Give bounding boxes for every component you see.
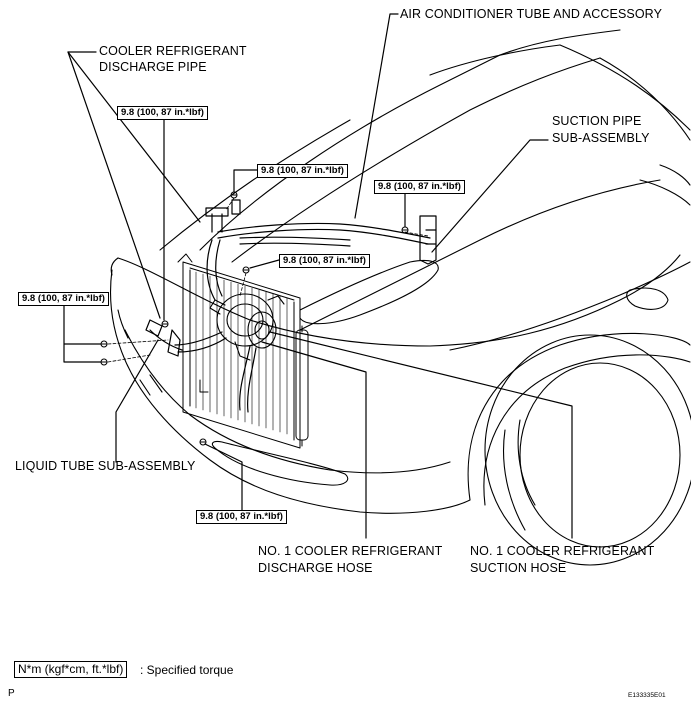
bolt-left-2 [100,358,108,366]
torque-spec-upper-mid: 9.8 (100, 87 in.*lbf) [257,164,348,178]
legend-description: : Specified torque [140,663,234,677]
leader-lines [63,13,573,539]
page-letter: P [8,688,15,699]
label-suction-hose-line2: SUCTION HOSE [470,561,567,575]
label-cooler-discharge-pipe-line1: COOLER REFRIGERANT [99,44,247,58]
label-suction-pipe-line1: SUCTION PIPE [552,114,642,128]
compressor [209,293,285,361]
legend-torque-units: N*m (kgf*cm, ft.*lbf) [14,661,128,678]
label-cooler-discharge-pipe-line2: DISCHARGE PIPE [99,60,207,74]
torque-spec-center: 9.8 (100, 87 in.*lbf) [279,254,370,268]
label-air-conditioner-tube: AIR CONDITIONER TUBE AND ACCESSORY [400,7,663,21]
bolt-dashed-guides [107,197,429,363]
bolt-upper-left [161,320,169,328]
refrigerant-pipes [145,199,437,413]
torque-spec-left: 9.8 (100, 87 in.*lbf) [18,292,109,306]
bolt-left-1 [100,340,108,348]
torque-spec-upper-left: 9.8 (100, 87 in.*lbf) [117,106,208,120]
label-suction-pipe-line2: SUB-ASSEMBLY [552,131,650,145]
torque-spec-bottom: 9.8 (100, 87 in.*lbf) [196,510,287,524]
label-liquid-tube: LIQUID TUBE SUB-ASSEMBLY [15,459,196,473]
condenser [177,253,309,449]
bolts [100,191,409,446]
label-suction-hose-line1: NO. 1 COOLER REFRIGERANT [470,544,655,558]
label-discharge-hose-line1: NO. 1 COOLER REFRIGERANT [258,544,443,558]
bolt-center [242,266,250,274]
car-body [110,29,691,566]
torque-spec-right: 9.8 (100, 87 in.*lbf) [374,180,465,194]
label-discharge-hose-line2: DISCHARGE HOSE [258,561,373,575]
figure-id: E133335E01 [628,692,666,699]
bolt-bottom [199,438,207,446]
